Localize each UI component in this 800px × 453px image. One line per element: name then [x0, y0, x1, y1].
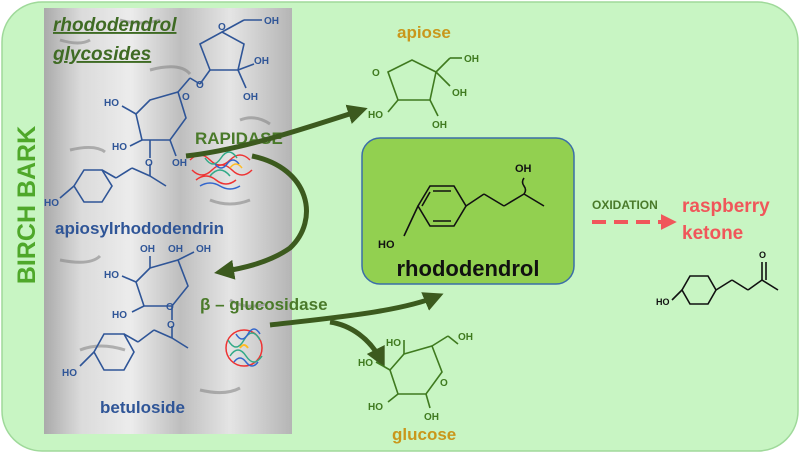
atom-ho-3: HO [112, 310, 127, 321]
enzyme-rapidase-icon [189, 151, 253, 190]
glucose-ho-1: HO [386, 338, 401, 349]
atom-oh-7: OH [140, 244, 155, 255]
apiose-o: O [372, 68, 380, 79]
arrow-curve-to-betuloside [214, 153, 309, 280]
atom-oh-3: OH [243, 92, 258, 103]
atom-oh-8: OH [168, 244, 183, 255]
apiose-oh-2: OH [452, 88, 467, 99]
raspberry-o: O [759, 250, 766, 260]
atom-ho-2: HO [104, 270, 119, 281]
oxidation-label: OXIDATION [592, 198, 658, 212]
betuloside-structure [79, 251, 195, 371]
raspberry-ketone-label-1: raspberry [682, 196, 770, 217]
atom-ho-1: HO [44, 198, 59, 209]
atom-o-5: O [166, 302, 174, 313]
glycosides-title-line2: glycosides [52, 44, 151, 65]
glucose-ho-2: HO [358, 358, 373, 369]
atom-oh-4: HO [104, 98, 119, 109]
atom-oh-5: HO [112, 142, 127, 153]
atom-ho-4: HO [62, 368, 77, 379]
glycosides-title-line1: rhododendrol [53, 15, 177, 36]
atom-oh-6: OH [172, 158, 187, 169]
raspberry-ketone-label-2: ketone [682, 223, 743, 244]
apiosylrhododendrin-structure [59, 19, 262, 203]
apiose-label: apiose [397, 23, 451, 42]
raspberry-ketone-structure [671, 262, 779, 305]
rhododendrol-structure [403, 177, 545, 237]
glucosidase-label: β – glucosidase [200, 295, 328, 314]
apiose-oh-1: OH [464, 54, 479, 65]
birch-bark-label: BIRCH BARK [13, 126, 41, 284]
rhododendrol-oh: OH [515, 163, 532, 175]
atom-o-2: O [196, 80, 204, 91]
rhododendrol-label: rhododendrol [397, 256, 540, 281]
arrow-to-rhododendrol [269, 292, 444, 328]
glucose-oh-2: OH [424, 412, 439, 423]
arrow-to-apiose [185, 104, 368, 159]
rhododendrol-box [361, 137, 575, 285]
atom-oh-2: OH [254, 56, 269, 67]
atom-o-4: O [145, 158, 153, 169]
apiosylrhododendrin-label: apiosylrhododendrin [55, 219, 224, 238]
apiose-ho: HO [368, 110, 383, 121]
atom-o-3: O [182, 92, 190, 103]
atom-oh-1: OH [264, 16, 279, 27]
glucose-o: O [440, 378, 448, 389]
atom-o-1: O [218, 22, 226, 33]
apiose-oh-3: OH [432, 120, 447, 131]
glucose-oh-1: OH [458, 332, 473, 343]
glucose-structure [375, 335, 459, 409]
apiose-structure [387, 57, 462, 117]
rhododendrol-ho: HO [378, 239, 395, 251]
raspberry-ho: HO [656, 297, 670, 307]
enzyme-glucosidase-icon [225, 328, 263, 367]
betuloside-label: betuloside [100, 398, 185, 417]
glucose-label: glucose [392, 425, 456, 444]
atom-oh-9: OH [196, 244, 211, 255]
birch-bark-image [44, 8, 292, 434]
atom-o-6: O [167, 320, 175, 331]
arrow-to-glucose [329, 319, 385, 368]
glucose-ho-3: HO [368, 402, 383, 413]
